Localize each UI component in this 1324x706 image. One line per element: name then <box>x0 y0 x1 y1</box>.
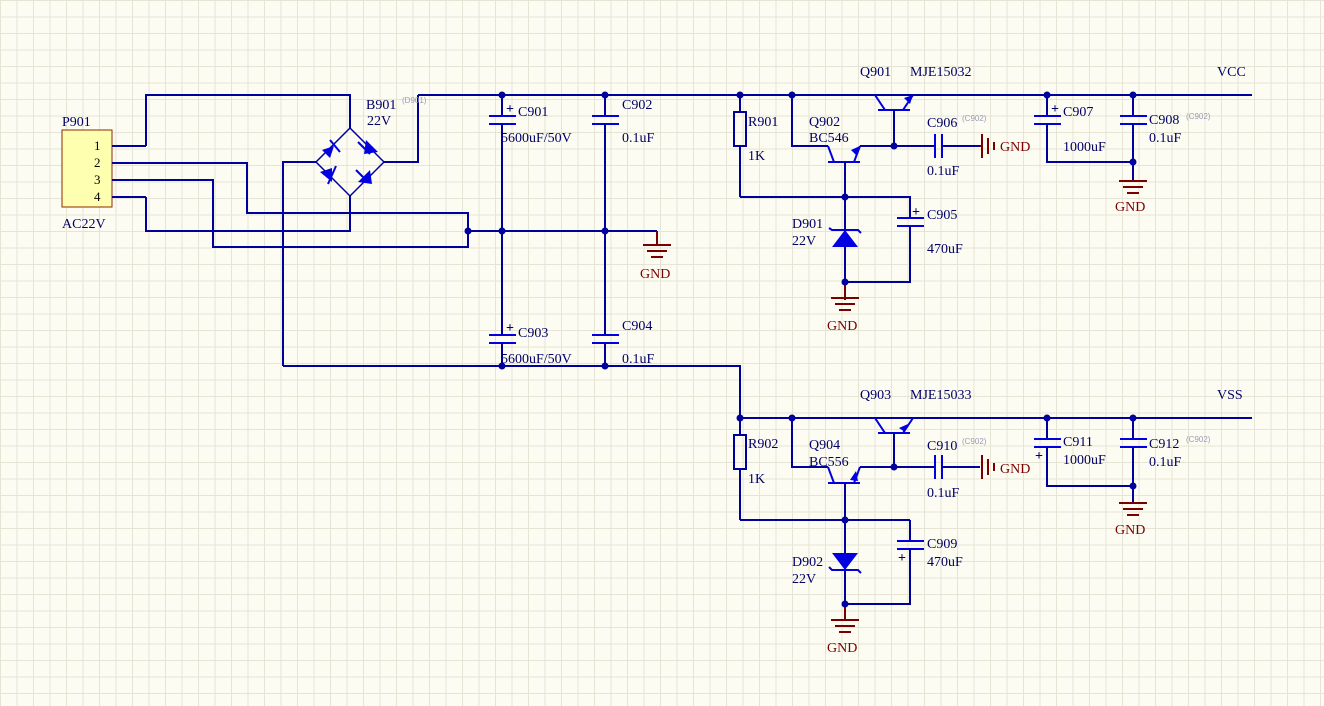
transistor-q904[interactable] <box>791 418 894 553</box>
ground-symbol-vss <box>1119 502 1147 516</box>
d902-value-label: 22V <box>792 572 816 587</box>
c904-ref-label: C904 <box>622 319 652 334</box>
transistor-q902[interactable] <box>791 95 894 230</box>
pin-4-label: 4 <box>94 189 101 204</box>
c911-ref-label: C911 <box>1063 435 1093 450</box>
c902-ref-label: C902 <box>622 98 652 113</box>
q902-ref-label: Q902 <box>809 115 840 130</box>
c910-value-label: 0.1uF <box>927 486 960 501</box>
capacitor-c905[interactable]: + <box>845 196 924 283</box>
capacitor-c902[interactable] <box>592 95 619 231</box>
c908-value-label: 0.1uF <box>1149 131 1182 146</box>
junction-dots <box>464 91 1137 608</box>
d902-ref-label: D902 <box>792 555 823 570</box>
ground-symbol-c906 <box>980 134 995 158</box>
capacitor-c901[interactable]: + <box>489 95 516 231</box>
net-label-vcc: VCC <box>1217 65 1246 80</box>
r901-ref-label: R901 <box>748 115 778 130</box>
bridge-ref-label: B901 <box>366 98 396 113</box>
d901-value-label: 22V <box>792 234 816 249</box>
q902-value-label: BC546 <box>809 131 849 146</box>
c908-hidden-designator: (C902) <box>1186 112 1211 121</box>
capacitor-c911[interactable]: + <box>1034 418 1133 487</box>
bridge-hidden-designator: (D901) <box>402 96 427 105</box>
ground-symbol-vcc <box>1119 180 1147 194</box>
svg-text:+: + <box>912 205 920 220</box>
c907-ref-label: C907 <box>1063 105 1093 120</box>
capacitor-c912[interactable] <box>1120 418 1147 503</box>
bridge-rectifier-b901[interactable] <box>314 126 386 198</box>
capacitor-c904[interactable] <box>592 231 619 366</box>
pin-3-label: 3 <box>94 172 101 187</box>
pin-1-label: 1 <box>94 138 101 153</box>
c910-ref-label: C910 <box>927 439 957 454</box>
ground-symbol-d902 <box>831 604 859 633</box>
transistor-q901[interactable] <box>874 94 914 146</box>
connector-value-label: AC22V <box>62 217 106 232</box>
ground-symbol-d901 <box>831 282 859 311</box>
q901-value-label: MJE15032 <box>910 65 971 80</box>
gnd-label-d901: GND <box>827 319 857 334</box>
c904-value-label: 0.1uF <box>622 352 655 367</box>
c905-ref-label: C905 <box>927 208 957 223</box>
gnd-label-mid: GND <box>640 267 670 282</box>
svg-text:+: + <box>506 321 514 336</box>
c905-value-label: 470uF <box>927 242 963 257</box>
c902-value-label: 0.1uF <box>622 131 655 146</box>
gnd-label-d902: GND <box>827 641 857 656</box>
c906-value-label: 0.1uF <box>927 164 960 179</box>
r902-value-label: 1K <box>748 472 765 487</box>
gnd-label-c906: GND <box>1000 140 1030 155</box>
ground-symbol-c910 <box>981 455 995 479</box>
connector-p901[interactable]: 1 2 3 4 <box>61 129 146 208</box>
resistor-r901[interactable] <box>733 95 747 197</box>
c912-ref-label: C912 <box>1149 437 1179 452</box>
gnd-label-vcc: GND <box>1115 200 1145 215</box>
c911-value-label: 1000uF <box>1063 453 1106 468</box>
c912-value-label: 0.1uF <box>1149 455 1182 470</box>
svg-text:+: + <box>1035 449 1043 464</box>
c903-ref-label: C903 <box>518 326 548 341</box>
c910-hidden-designator: (C902) <box>962 437 987 446</box>
bridge-value-label: 22V <box>367 114 391 129</box>
q903-ref-label: Q903 <box>860 388 891 403</box>
resistor-r902[interactable] <box>733 418 747 520</box>
r902-ref-label: R902 <box>748 437 778 452</box>
capacitor-c908[interactable] <box>1120 95 1147 180</box>
c901-ref-label: C901 <box>518 105 548 120</box>
q904-value-label: BC556 <box>809 455 849 470</box>
c903-value-label: 5600uF/50V <box>501 352 572 367</box>
d901-ref-label: D901 <box>792 217 823 232</box>
ground-symbol-mid <box>643 231 671 258</box>
capacitor-c906[interactable] <box>894 134 980 158</box>
c906-ref-label: C906 <box>927 116 957 131</box>
c901-value-label: 5600uF/50V <box>501 131 572 146</box>
capacitor-c903[interactable]: + <box>489 231 516 366</box>
transistor-q903[interactable] <box>874 417 914 467</box>
svg-text:+: + <box>1051 102 1059 117</box>
svg-text:+: + <box>506 102 514 117</box>
pin-2-label: 2 <box>94 155 101 170</box>
c909-ref-label: C909 <box>927 537 957 552</box>
q904-ref-label: Q904 <box>809 438 840 453</box>
c909-value-label: 470uF <box>927 555 963 570</box>
net-label-vss: VSS <box>1217 388 1243 403</box>
c912-hidden-designator: (C902) <box>1186 435 1211 444</box>
svg-text:+: + <box>898 551 906 566</box>
q901-ref-label: Q901 <box>860 65 891 80</box>
c907-value-label: 1000uF <box>1063 140 1106 155</box>
capacitor-c909[interactable]: + <box>845 520 924 605</box>
c906-hidden-designator: (C902) <box>962 114 987 123</box>
r901-value-label: 1K <box>748 149 765 164</box>
connector-ref-label: P901 <box>62 115 91 130</box>
gnd-label-vss: GND <box>1115 523 1145 538</box>
q903-value-label: MJE15033 <box>910 388 971 403</box>
c908-ref-label: C908 <box>1149 113 1179 128</box>
gnd-label-c910: GND <box>1000 462 1030 477</box>
capacitor-c910[interactable] <box>894 455 980 479</box>
